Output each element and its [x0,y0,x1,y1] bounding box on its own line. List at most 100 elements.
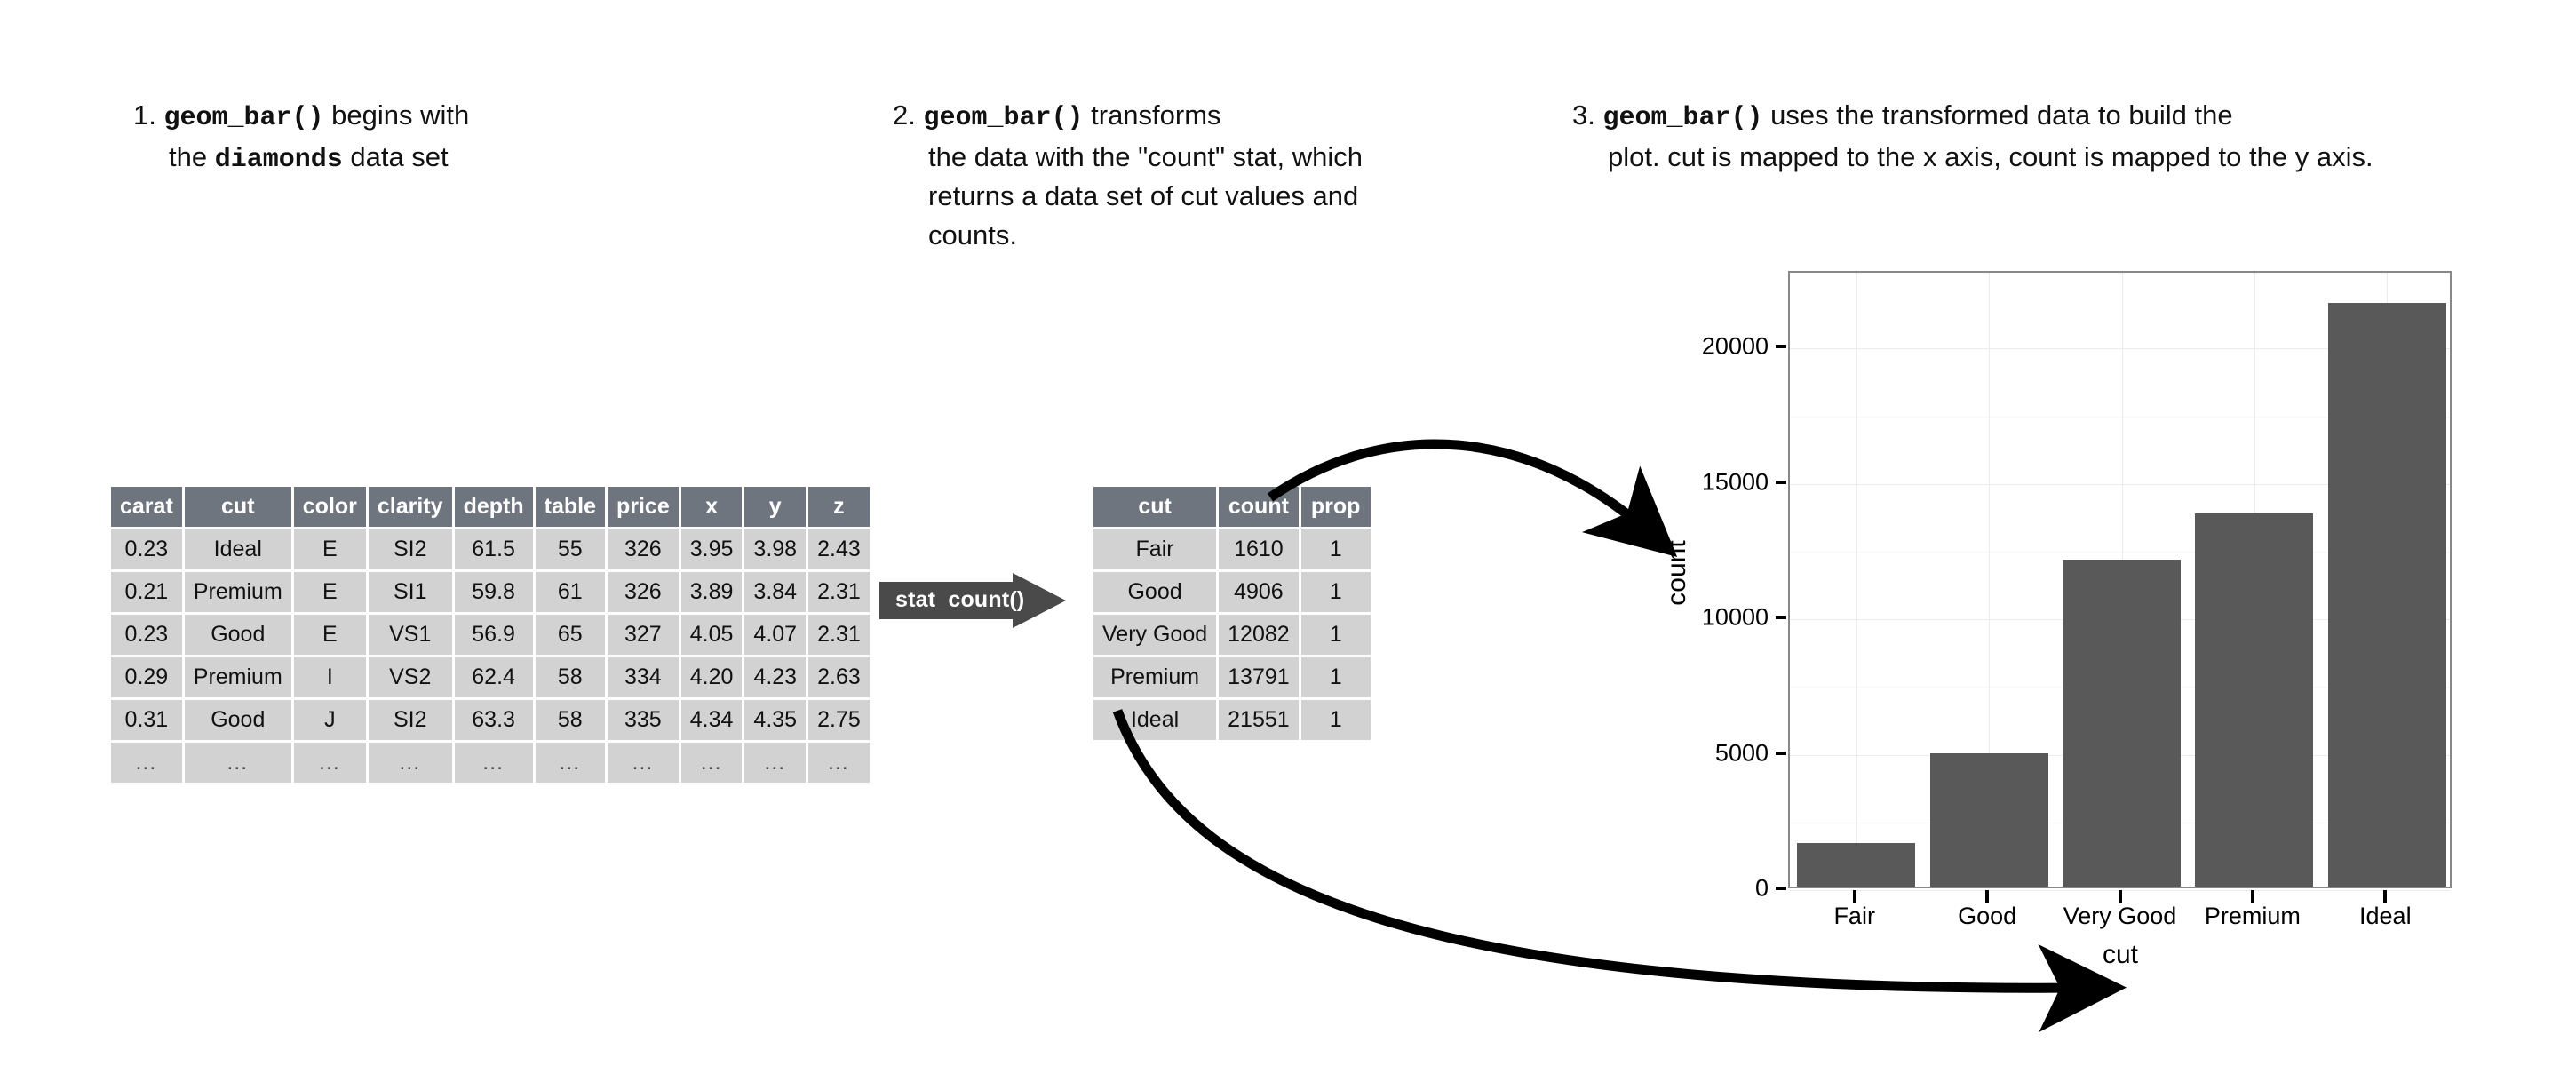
table-cell: 1 [1300,615,1371,655]
caption-1-line2-post: data set [342,140,449,172]
table-cell: 3.84 [744,572,807,612]
table-cell: 3.98 [744,529,807,569]
table-cell: 4.34 [680,700,743,740]
x-tick-mark [1985,890,1990,903]
bar-good [1929,753,2048,887]
table-cell: … [454,743,533,783]
x-tick-mark [2383,890,2388,903]
table-cell: … [293,743,366,783]
table-cell: SI2 [368,529,452,569]
column-header-depth: depth [454,487,533,527]
bar-premium [2195,513,2314,887]
bar-very-good [2063,559,2181,887]
table-cell: Premium [1093,657,1217,697]
table-cell: 61.5 [454,529,533,569]
table-cell: 0.21 [111,572,182,612]
table-cell: 4.07 [744,615,807,655]
y-axis-label: count [1662,540,1691,606]
table-cell: 56.9 [454,615,533,655]
x-tick-mark [2118,890,2122,903]
column-header-color: color [293,487,366,527]
column-header-x: x [680,487,743,527]
caption-step-2: 2. geom_bar() transforms the data with t… [893,96,1372,255]
table-cell: I [293,657,366,697]
column-header-table: table [535,487,605,527]
table-cell: 12082 [1219,615,1299,655]
table-cell: 334 [607,657,679,697]
table-cell: 2.31 [808,572,870,612]
table-cell: 326 [607,572,679,612]
gridline-major [1790,348,2450,350]
table-cell: 4.35 [744,700,807,740]
table-cell: J [293,700,366,740]
y-tick-mark [1776,345,1786,349]
table-cell: 326 [607,529,679,569]
caption-3-text: uses the transformed data to build the [1762,99,2233,131]
column-header-price: price [607,487,679,527]
y-tick-label: 10000 [1701,603,1769,631]
table-cell: Ideal [184,529,291,569]
caption-2-text: transforms [1083,99,1221,131]
table-cell: 4.20 [680,657,743,697]
table-cell: Premium [184,657,291,697]
column-header-carat: carat [111,487,182,527]
column-header-prop: prop [1300,487,1371,527]
table-cell: Good [1093,572,1217,612]
table-cell: 3.89 [680,572,743,612]
y-tick-label: 0 [1754,874,1769,902]
x-tick-label: Ideal [2359,903,2412,929]
table-cell: 0.29 [111,657,182,697]
table-cell: … [744,743,807,783]
table-cell: 1 [1300,657,1371,697]
table-cell: 58 [535,700,605,740]
gridline-major [1790,483,2450,485]
table-cell: VS1 [368,615,452,655]
table-cell: 21551 [1219,700,1299,740]
table-cell: 335 [607,700,679,740]
table-cell: Good [184,615,291,655]
x-axis-label: cut [2102,940,2139,969]
table-cell: 61 [535,572,605,612]
stat-count-arrow: stat_count() [879,573,1066,628]
table-cell: Ideal [1093,700,1217,740]
table-cell: 62.4 [454,657,533,697]
table-cell: 59.8 [454,572,533,612]
table-cell: … [808,743,870,783]
y-tick-mark [1776,616,1786,620]
caption-1-text: begins with [323,99,470,131]
column-header-cut: cut [184,487,291,527]
table-cell: 4.23 [744,657,807,697]
table-cell: 2.31 [808,615,870,655]
table-cell: Good [184,700,291,740]
table-cell: 65 [535,615,605,655]
caption-2-number: 2. [893,99,916,131]
table-cell: 63.3 [454,700,533,740]
table-cell: 2.63 [808,657,870,697]
caption-1-line2-pre: the [169,140,215,172]
table-cell: 13791 [1219,657,1299,697]
table-cell: … [184,743,291,783]
caption-1-code2: diamonds [214,144,343,175]
x-tick-label: Good [1958,903,2017,929]
bar-ideal [2327,303,2446,887]
caption-2-code: geom_bar() [923,103,1084,133]
bar-fair [1797,842,1916,887]
x-tick-mark [2250,890,2254,903]
plot-panel [1788,271,2452,891]
table-cell: … [607,743,679,783]
caption-step-3: 3. geom_bar() uses the transformed data … [1572,96,2514,177]
y-tick-label: 20000 [1701,332,1769,360]
